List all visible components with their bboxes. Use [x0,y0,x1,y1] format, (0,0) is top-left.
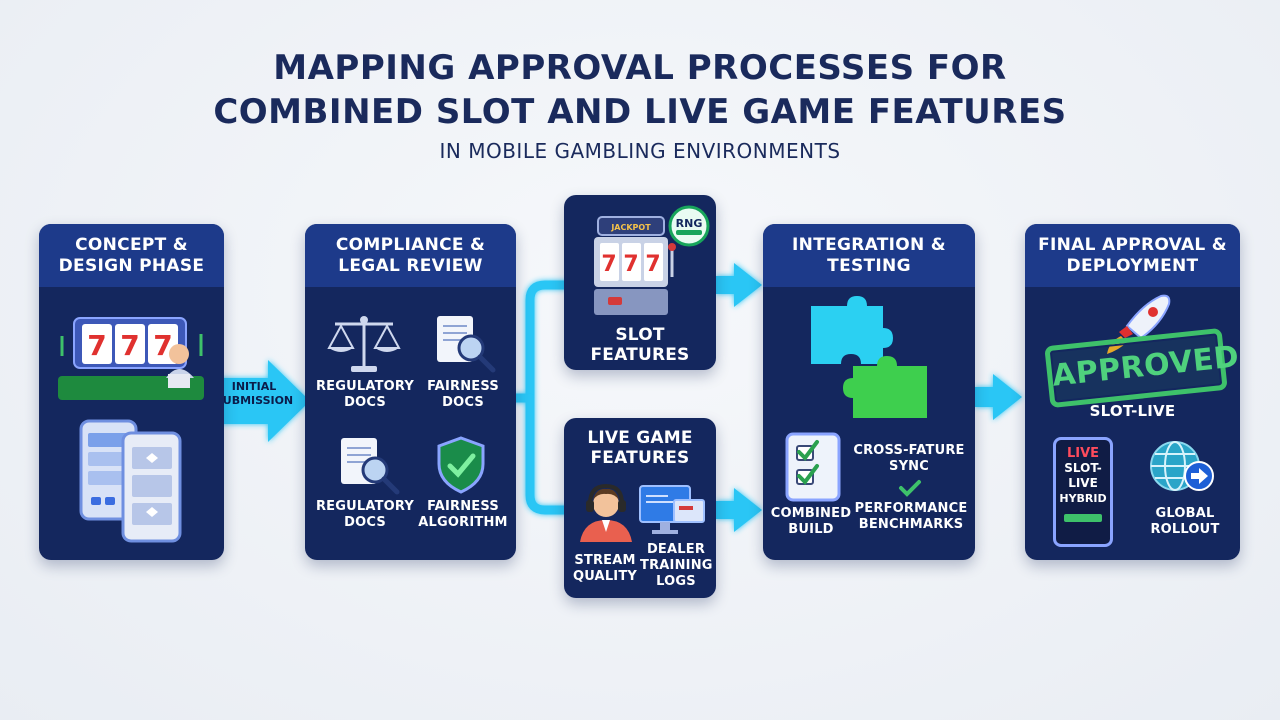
checklist-phone-icon [785,432,841,502]
integration-testing-card: INTEGRATION & TESTING COMBINED BUILD CRO… [763,224,975,560]
svg-text:7: 7 [601,252,616,277]
approved-stamp: APPROVED [1044,327,1240,409]
phone-line-live: LIVE [1066,446,1100,461]
slot-features-card: JACKPOT 7 7 7 RNG SLOT FEATURES [564,195,716,370]
document-magnifier-icon [437,316,496,373]
live-game-features-heading: LIVE GAME FEATURES [587,428,693,468]
globe-arrow-icon [1150,441,1214,491]
cross-feature-sync-label: CROSS-FATURE SYNC [853,443,965,474]
svg-text:7: 7 [645,252,660,277]
arrow-live-to-integration [716,488,762,532]
title-line-1: MAPPING APPROVAL PROCESSES FOR [273,48,1007,88]
regulatory-docs-label-2: REGULATORY DOCS [315,499,415,530]
slot-table-dealer-icon: 7 7 7 [58,317,204,400]
fairness-docs-label: FAIRNESS DOCS [427,379,499,410]
compliance-legal-heading: COMPLIANCE & LEGAL REVIEW [305,224,516,287]
monitor-icon [639,485,705,534]
phone-line-hybrid: HYBRID [1059,492,1107,505]
scales-icon [327,316,401,372]
check-icon [899,480,921,497]
svg-text:7: 7 [623,252,638,277]
shield-check-icon [437,436,485,494]
compliance-legal-card: COMPLIANCE & LEGAL REVIEW REGULATORY DOC… [305,224,516,560]
combined-build-label: COMBINED BUILD [770,506,852,537]
concept-design-card: CONCEPT & DESIGN PHASE 7 7 7 [39,224,224,560]
title-line-2: COMBINED SLOT AND LIVE GAME FEATURES [213,92,1067,132]
phone-line-slot: SLOT- [1064,461,1102,475]
initial-submission-label: INITIAL SUBMISSION [214,380,294,407]
svg-text:7: 7 [87,329,106,362]
final-approval-heading: FINAL APPROVAL & DEPLOYMENT [1025,224,1240,287]
final-approval-card: FINAL APPROVAL & DEPLOYMENT APPROVED SLO… [1025,224,1240,560]
arrow-slot-to-integration [716,263,762,307]
performance-benchmarks-label: PERFORMANCE BENCHMARKS [854,501,968,532]
slot-machine-icon: JACKPOT 7 7 7 [594,216,676,315]
subtitle: IN MOBILE GAMBLING ENVIRONMENTS [439,139,841,163]
phone-line-live-2: LIVE [1068,476,1098,490]
approved-stamp-text: APPROVED [1050,339,1240,394]
stream-quality-label: STREAM QUALITY [572,553,638,584]
global-rollout-label: GLOBAL ROLLOUT [1150,506,1220,537]
svg-text:7: 7 [153,329,172,362]
rng-badge-icon: RNG [668,205,710,247]
fairness-algorithm-label: FAIRNESS ALGORITHM [418,499,508,530]
arrow-integration-to-final [975,374,1022,420]
regulatory-docs-label-1: REGULATORY DOCS [315,379,415,410]
svg-text:7: 7 [120,329,139,362]
slot-features-label: SLOT FEATURES [590,325,690,365]
live-game-features-card: LIVE GAME FEATURES STREAM QUALITY DEALER… [564,418,716,598]
branch-connector [511,280,570,515]
slot-live-caption: SLOT-LIVE [1089,402,1176,420]
phone-button-bar [1064,514,1102,522]
mobile-mockup-icon [79,419,182,543]
svg-text:RNG: RNG [676,217,703,230]
dealer-training-logs-label: DEALER TRAINING LOGS [640,542,713,589]
dealer-headset-icon [580,483,632,542]
hybrid-phone: LIVE SLOT- LIVE HYBRID [1053,437,1113,547]
svg-text:JACKPOT: JACKPOT [610,223,651,232]
puzzle-pieces-icon [811,296,927,418]
concept-design-heading: CONCEPT & DESIGN PHASE [39,224,224,287]
rocket-icon [1107,294,1171,354]
document-magnifier-icon-2 [341,438,400,495]
integration-testing-heading: INTEGRATION & TESTING [763,224,975,287]
